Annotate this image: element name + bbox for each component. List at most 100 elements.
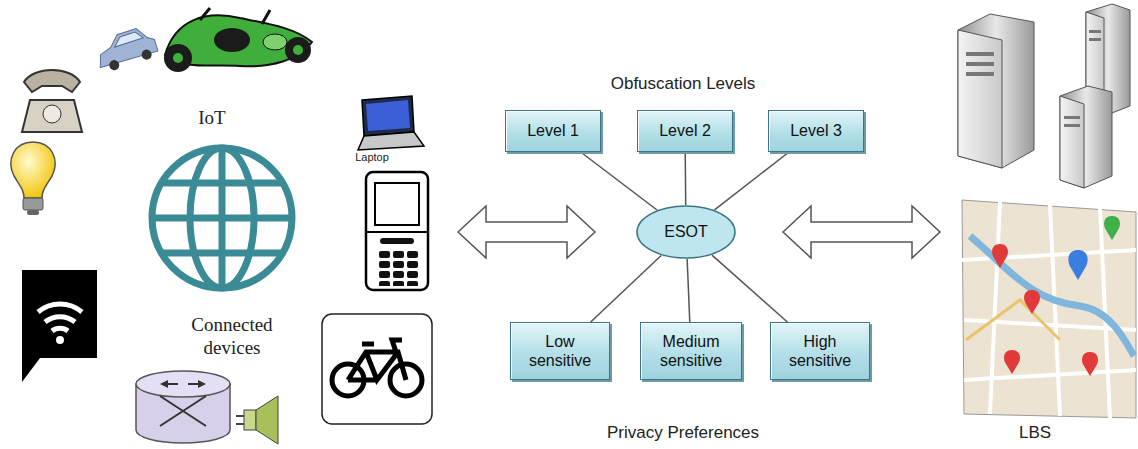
map-icon [962,202,1136,418]
motorcycle-icon [263,34,287,50]
car-icon [108,59,121,72]
telephone-icon [43,105,61,123]
level-box: Level 1 [505,110,601,152]
motorcycle-icon [164,44,192,72]
speaker-icon [236,415,244,417]
globe-icon [152,148,292,288]
mobile-phone-icon [375,183,419,225]
mobile-phone-icon [366,231,428,233]
server-icon [1089,38,1101,41]
server-icon [966,62,994,66]
server-icon [966,52,994,56]
router-icon [166,383,200,385]
globe-icon [152,215,292,222]
wifi-icon [22,270,97,382]
mobile-phone-icon [376,248,418,286]
section-label: IoT [198,107,225,130]
server-icon [1089,30,1101,33]
server-icon [1060,86,1112,188]
section-label: Connected devices [182,314,282,360]
map-icon [966,300,1060,340]
motorcycle-icon [164,8,312,72]
router-icon [160,396,206,426]
node-text: Low sensitive [518,332,602,370]
server-icon [958,30,1002,168]
router-icon [136,371,230,397]
node-text: ESOT [664,222,708,241]
laptop-icon [358,132,424,150]
map-pin [992,216,1120,376]
node-text: High sensitive [778,332,862,370]
server-icon [1064,124,1080,127]
wifi-icon [38,304,82,312]
esot-ellipse: ESOT [636,205,736,259]
connector-line [715,152,789,210]
map-pin [1004,350,1020,374]
router-icon [160,384,206,426]
mobile-phone-icon [380,238,414,244]
map-pin [1024,290,1040,314]
light-bulb-icon [11,142,55,198]
connector-line [581,152,657,210]
group-heading: Privacy Preferences [607,423,759,443]
telephone-icon [22,100,82,132]
map-pin [1082,352,1098,376]
wifi-icon [52,328,68,331]
connector-line [684,152,686,205]
laptop-icon [366,100,410,131]
speaker-icon [256,396,278,444]
telephone-icon [22,70,82,132]
double-arrow [458,206,595,258]
bicycle-icon [362,340,402,352]
motorcycle-icon [200,8,270,24]
bicycle-icon [322,314,432,424]
connector-line [591,255,661,322]
laptop-icon [362,96,414,136]
car-icon [112,30,143,47]
sensitivity-box: Medium sensitive [640,322,742,380]
bicycle-icon [322,314,432,424]
router-icon [198,380,206,388]
map-icon [970,236,1134,356]
mobile-phone-icon [366,172,428,290]
level-box: Level 3 [768,110,864,152]
server-icon [1060,86,1112,188]
level-box: Level 2 [637,110,733,152]
wifi-icon [45,317,75,322]
section-label: LBS [1019,423,1051,443]
motorcycle-icon [214,28,250,52]
server-icon [958,14,1034,168]
speaker-icon [244,410,256,430]
laptop-icon [358,96,424,150]
car-icon [92,24,159,74]
ellipse-outline [637,206,735,258]
double-arrow [783,206,940,258]
map-pin [992,244,1008,268]
map-icon [962,200,1136,418]
globe-icon [162,250,282,257]
car-icon [92,24,158,69]
map-icon [962,200,1136,418]
node-text: Level 3 [790,121,842,140]
map-pin [1104,216,1120,240]
map-icon [962,250,1136,380]
node-text: Level 2 [659,121,711,140]
motorcycle-icon [285,37,311,63]
mobile-phone-icon [366,172,428,290]
server-icon [1060,96,1084,188]
speaker-icon [236,396,278,444]
globe-icon [152,148,292,288]
router-icon [160,380,206,388]
bicycle-icon [332,340,422,396]
light-bulb-icon [27,210,39,215]
map-pin [1068,250,1087,280]
group-heading: Obfuscation Levels [611,74,756,94]
connector-line [687,259,690,322]
node-text: Level 1 [527,121,579,140]
node-text: Medium sensitive [648,332,734,370]
globe-icon [162,180,282,187]
connector-line [712,255,787,322]
server-icon [966,72,994,76]
